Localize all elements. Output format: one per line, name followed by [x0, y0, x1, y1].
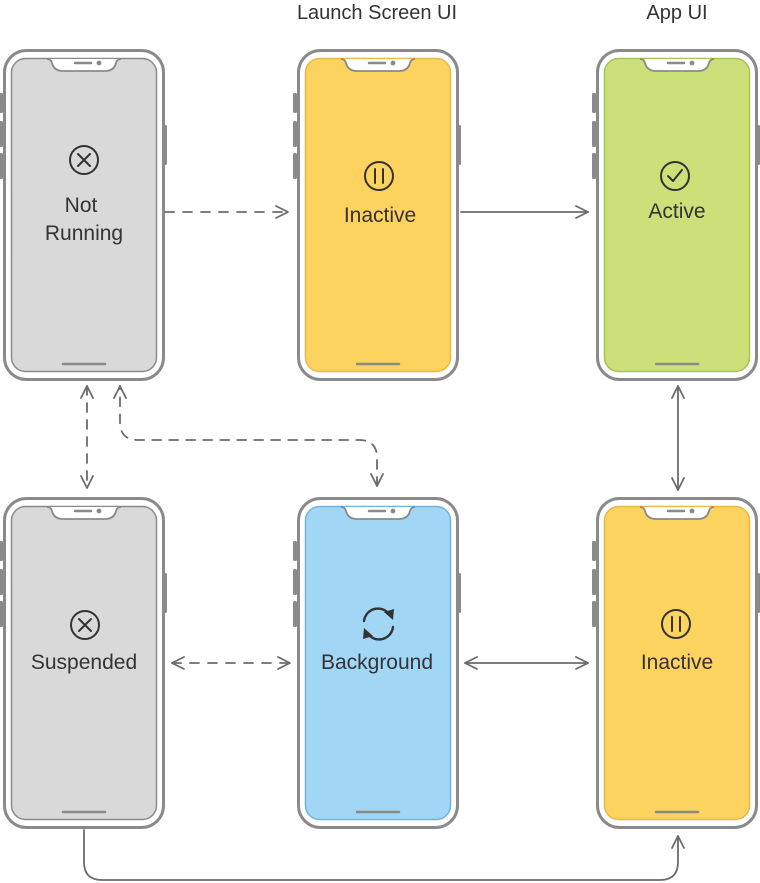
screen-suspended	[10, 505, 158, 821]
state-label-background: Background	[321, 651, 433, 674]
refresh-arrows-icon	[362, 607, 395, 641]
state-label-running: Running	[45, 222, 123, 245]
screen-inactive-app	[603, 505, 751, 821]
screen-inactive-launch	[304, 57, 452, 373]
phone-suspended: Suspended	[0, 497, 169, 829]
phone-active: Active	[590, 49, 760, 381]
state-label-active: Active	[648, 200, 705, 223]
phone-not-running: Not Running	[0, 49, 169, 381]
x-circle-icon	[70, 610, 100, 640]
state-label-not: Not	[65, 194, 98, 217]
state-label-inactive-top: Inactive	[344, 204, 416, 227]
x-circle-icon	[69, 145, 99, 175]
checkmark-circle-icon	[660, 161, 690, 191]
state-label-suspended: Suspended	[31, 651, 137, 674]
phone-inactive-launch: Inactive	[291, 49, 463, 381]
arrow-background-not-running-bidirectional	[113, 385, 384, 487]
phone-background: Background	[291, 497, 463, 829]
screen-not-running	[10, 57, 158, 373]
screen-background	[304, 505, 452, 821]
arrow-suspended-to-inactive	[83, 829, 685, 881]
header-launch-screen-ui: Launch Screen UI	[297, 2, 457, 24]
phone-inactive-app: Inactive	[590, 497, 760, 829]
screen-active	[603, 57, 751, 373]
header-app-ui: App UI	[646, 2, 707, 24]
pause-circle-icon	[661, 609, 691, 639]
pause-circle-icon	[364, 161, 394, 191]
state-label-inactive-bottom: Inactive	[641, 651, 713, 674]
